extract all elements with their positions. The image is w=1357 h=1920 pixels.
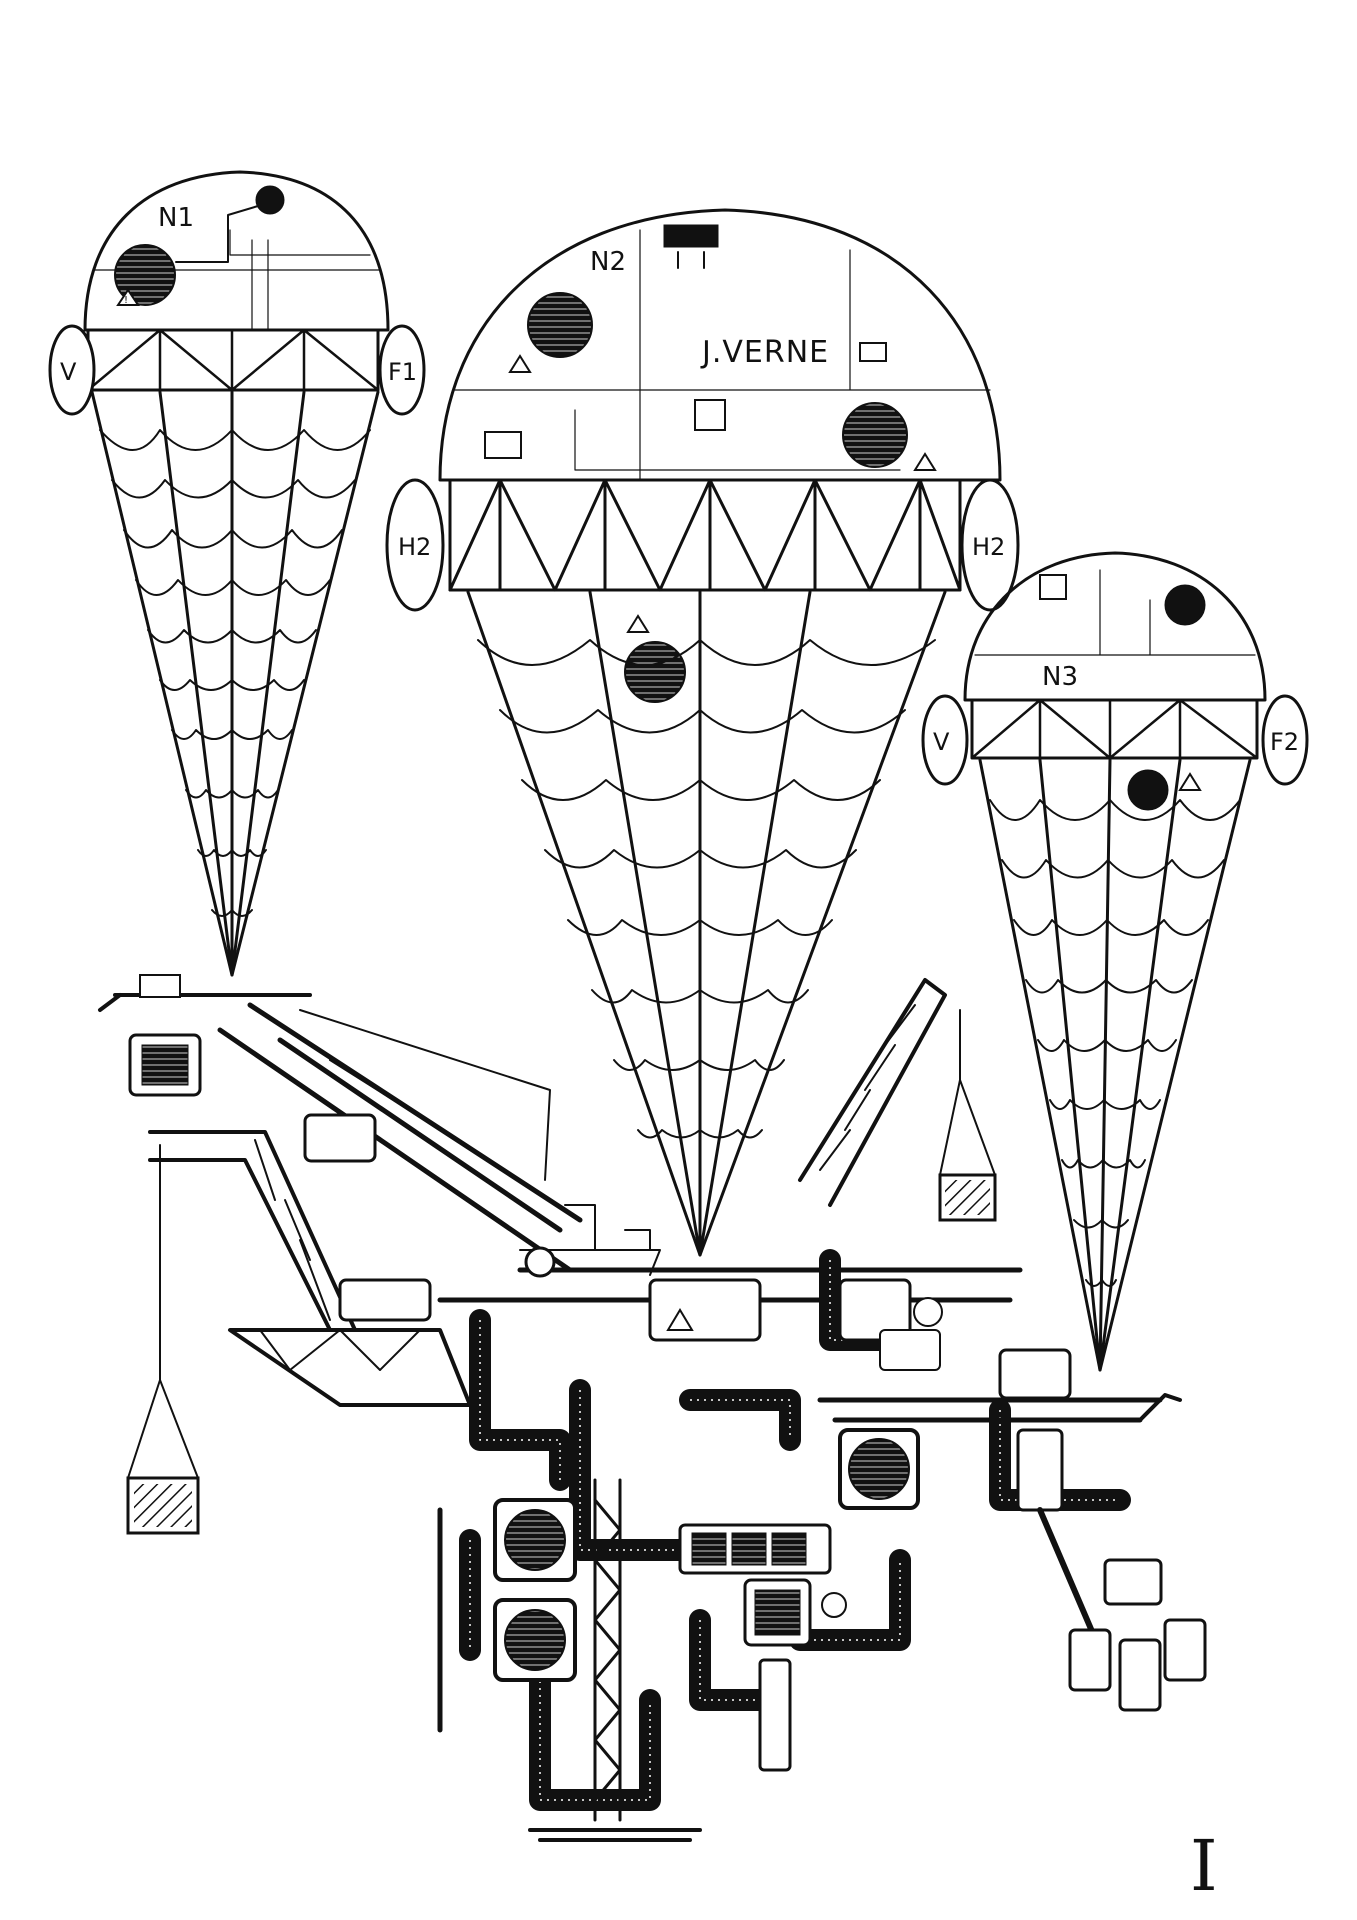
porthole-icon [842,402,908,468]
tank-v-right: V [921,694,969,786]
signature-mark: I [1190,1825,1218,1907]
tank-f2: F2 [1261,694,1309,786]
hull-id-label: N1 [158,203,194,233]
svg-text:F1: F1 [388,358,417,386]
gauge-icon [913,1297,943,1327]
porthole-icon [255,185,285,215]
porthole-icon [527,292,593,358]
tank-f1: F1 [378,324,426,416]
svg-text:H2: H2 [398,533,431,561]
svg-text:F2: F2 [1270,728,1299,756]
porthole-icon [624,641,686,703]
svg-text:H2: H2 [972,533,1005,561]
warning-triangle-icon [508,354,532,373]
gondola-machinery [98,974,1207,1842]
svg-text:V: V [933,728,950,756]
porthole-icon [1127,769,1169,811]
hull-n2: N2 J.VERNE H2 H2 [385,208,1020,1257]
svg-text:!: ! [124,295,128,306]
tank-h2-left: H2 [385,478,445,612]
hull-n3: N3 V F2 [921,551,1309,1372]
warning-triangle-icon [913,452,937,471]
porthole-icon [1164,584,1206,626]
airship-name-label: J.VERNE [700,335,829,370]
gauge-icon [821,1592,847,1618]
warning-triangle-icon [116,288,140,306]
hull-id-label: N2 [590,247,626,277]
tank-h2-right: H2 [960,478,1020,612]
hull-n1: N1 ! V F1 [48,170,426,977]
tank-v-left: V [48,324,96,416]
fan-unit-icon [663,224,719,248]
hull-id-label: N3 [1042,662,1078,692]
artist-signature: I [1190,1825,1218,1907]
svg-text:V: V [60,358,77,386]
porthole-icon [114,244,176,306]
gauge-box-icon [859,342,887,362]
